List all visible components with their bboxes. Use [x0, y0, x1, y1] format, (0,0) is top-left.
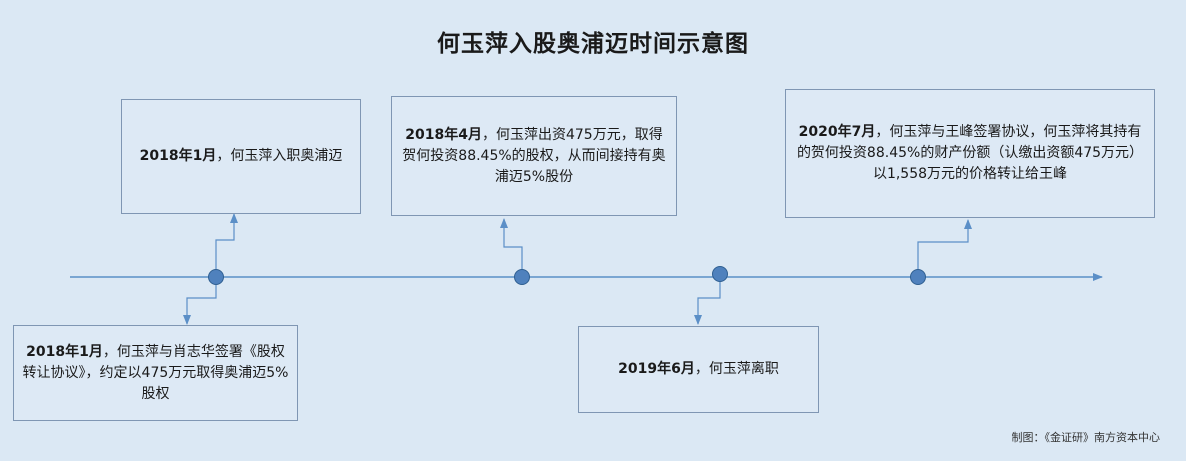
- event-text: 2018年4月，何玉萍出资475万元，取得贺何投资88.45%的股权，从而间接持…: [400, 125, 668, 188]
- event-date: 2018年1月: [139, 148, 217, 164]
- connector-2019-06: [694, 281, 721, 325]
- event-separator: ，: [694, 361, 709, 377]
- event-date: 2019年6月: [618, 361, 695, 377]
- event-separator: ，: [481, 126, 496, 143]
- connector-2018-01-b: [183, 285, 217, 325]
- event-dot-2018-04: [514, 269, 530, 285]
- event-separator: ，: [875, 124, 890, 140]
- event-separator: ，: [216, 148, 231, 164]
- event-box-2020-07: 2020年7月，何玉萍与王峰签署协议，何玉萍将其持有的贺何投资88.45%的财产…: [785, 89, 1155, 218]
- event-text: 2018年1月，何玉萍与肖志华签署《股权转让协议》，约定以475万元取得奥浦迈5…: [22, 342, 289, 405]
- event-dot-2020-07: [910, 269, 926, 285]
- event-dot-2018-01: [208, 269, 224, 285]
- diagram-title: 何玉萍入股奥浦迈时间示意图: [437, 31, 749, 57]
- event-text: 2018年1月，何玉萍入职奥浦迈: [140, 146, 343, 167]
- credit-text: 制图：《金证研》南方资本中心: [1011, 431, 1161, 444]
- event-description: 何玉萍出资475万元，取得贺何投资88.45%的股权，从而间接持有奥浦迈5%股份: [402, 126, 666, 185]
- event-description: 何玉萍与肖志华签署《股权转让协议》，约定以475万元取得奥浦迈5%股权: [22, 343, 289, 402]
- event-date: 2018年4月: [405, 126, 482, 143]
- connector-2018-04: [500, 218, 523, 270]
- event-text: 2019年6月，何玉萍离职: [618, 359, 779, 380]
- event-description: 何玉萍与王峰签署协议，何玉萍将其持有的贺何投资88.45%的财产份额（认缴出资额…: [796, 124, 1144, 182]
- event-date: 2020年7月: [798, 124, 876, 140]
- connector-2018-01-a: [215, 213, 238, 270]
- event-box-2019-06: 2019年6月，何玉萍离职: [578, 326, 819, 413]
- event-box-2018-01-agreement: 2018年1月，何玉萍与肖志华签署《股权转让协议》，约定以475万元取得奥浦迈5…: [13, 325, 298, 421]
- event-dot-2019-06: [712, 266, 728, 282]
- event-description: 何玉萍离职: [708, 361, 779, 377]
- event-box-2018-01-join: 2018年1月，何玉萍入职奥浦迈: [121, 99, 361, 214]
- event-description: 何玉萍入职奥浦迈: [230, 148, 343, 164]
- event-text: 2020年7月，何玉萍与王峰签署协议，何玉萍将其持有的贺何投资88.45%的财产…: [794, 122, 1146, 185]
- event-box-2018-04: 2018年4月，何玉萍出资475万元，取得贺何投资88.45%的股权，从而间接持…: [391, 96, 677, 216]
- connector-2020-07: [917, 219, 972, 270]
- event-date: 2018年1月: [26, 343, 103, 360]
- event-separator: ，: [102, 343, 117, 360]
